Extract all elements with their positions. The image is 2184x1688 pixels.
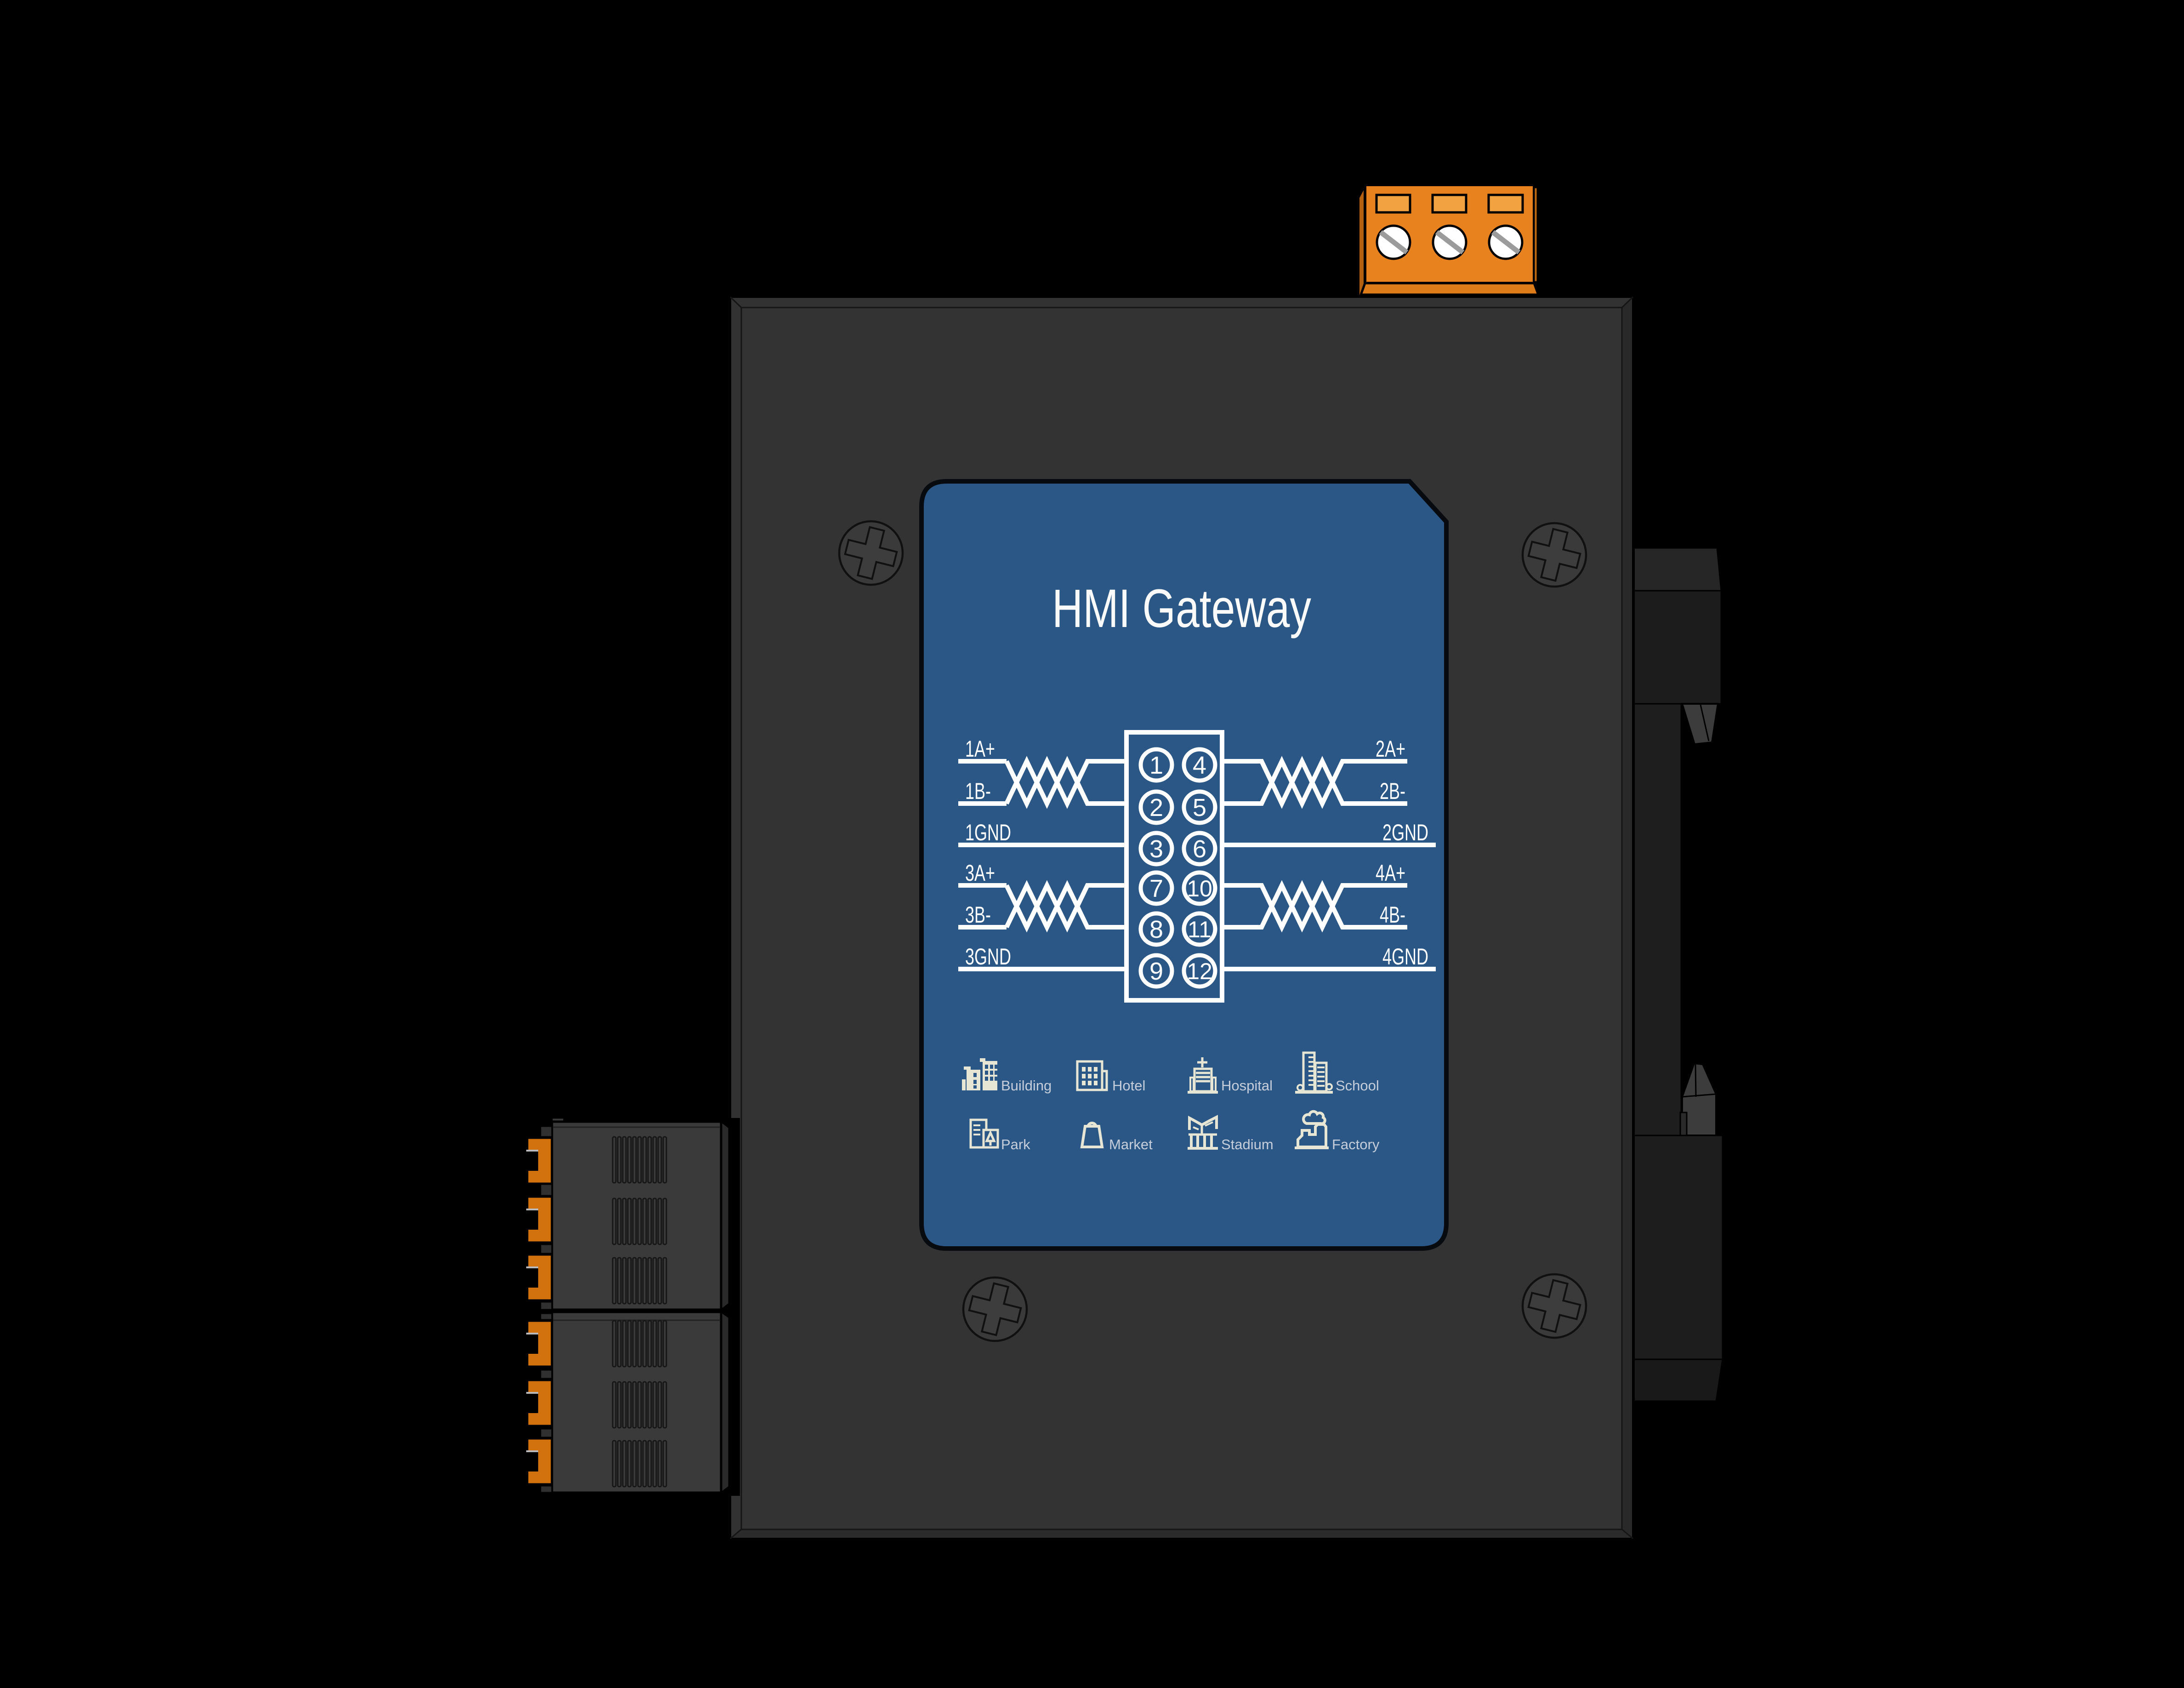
svg-text:3GND: 3GND	[965, 944, 1011, 969]
svg-text:1: 1	[1149, 752, 1163, 779]
svg-text:Hotel: Hotel	[1112, 1078, 1145, 1094]
svg-text:9: 9	[1149, 958, 1163, 985]
svg-text:1B-: 1B-	[965, 779, 991, 804]
svg-text:2A+: 2A+	[1376, 736, 1405, 762]
svg-text:6: 6	[1193, 835, 1206, 863]
svg-text:7: 7	[1149, 875, 1163, 902]
svg-text:4A+: 4A+	[1376, 861, 1405, 886]
svg-text:Park: Park	[1001, 1136, 1030, 1152]
svg-text:8: 8	[1149, 916, 1163, 943]
svg-text:2: 2	[1149, 794, 1163, 821]
svg-text:10: 10	[1187, 876, 1212, 901]
svg-text:HMI Gateway: HMI Gateway	[1052, 578, 1311, 639]
svg-text:12: 12	[1187, 958, 1212, 984]
svg-text:1A+: 1A+	[965, 736, 995, 762]
svg-text:3B-: 3B-	[965, 902, 991, 928]
svg-text:11: 11	[1188, 917, 1211, 942]
svg-text:1GND: 1GND	[965, 820, 1011, 845]
svg-text:4GND: 4GND	[1382, 944, 1428, 969]
svg-text:Building: Building	[1001, 1078, 1052, 1094]
svg-text:4B-: 4B-	[1380, 902, 1405, 928]
svg-text:Stadium: Stadium	[1221, 1136, 1274, 1152]
svg-text:5: 5	[1193, 794, 1206, 821]
svg-text:Hospital: Hospital	[1221, 1078, 1273, 1094]
svg-text:4: 4	[1193, 752, 1206, 779]
svg-text:3A+: 3A+	[965, 861, 995, 886]
svg-text:3: 3	[1149, 835, 1163, 863]
svg-text:2B-: 2B-	[1380, 779, 1405, 804]
svg-text:2GND: 2GND	[1382, 820, 1428, 845]
svg-text:Factory: Factory	[1332, 1136, 1380, 1152]
svg-text:School: School	[1336, 1078, 1379, 1094]
svg-text:Market: Market	[1109, 1136, 1153, 1152]
